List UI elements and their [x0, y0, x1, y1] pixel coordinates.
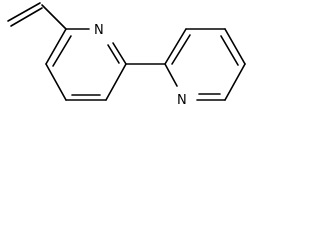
ring1-bond-c2-n1-inner: [107, 44, 120, 64]
vinyl-double-bond-outer: [7, 2, 41, 22]
left-pyridine-ring: N: [45, 23, 127, 101]
vinyl-double-bond-inner: [10, 7, 43, 27]
ring2-bond-c5-c6: [224, 63, 246, 101]
ring1-bond-c6-c5: [45, 28, 67, 65]
structure-diagram: N N: [7, 2, 246, 108]
ring2-bond-c2-c3-inner: [171, 34, 191, 65]
ring1-bond-c6-c5-inner: [52, 35, 72, 67]
ring2-bond-c4-c5: [224, 28, 246, 65]
ring2-bond-c4-c5-inner: [220, 35, 239, 66]
ring2-bond-n1-c2: [164, 63, 178, 87]
ring1-bond-c2-n1: [112, 42, 127, 65]
ring2-bond-c2-c3: [164, 28, 187, 65]
ring1-bond-c5-c4: [45, 63, 67, 101]
right-pyridine-ring: N: [164, 28, 246, 108]
vinyl-single-bond: [41, 4, 67, 30]
atom-n-right: N: [177, 93, 187, 108]
ring1-bond-c3-c2: [105, 63, 127, 101]
atom-n-left: N: [94, 23, 104, 38]
vinyl-group: [7, 2, 67, 30]
